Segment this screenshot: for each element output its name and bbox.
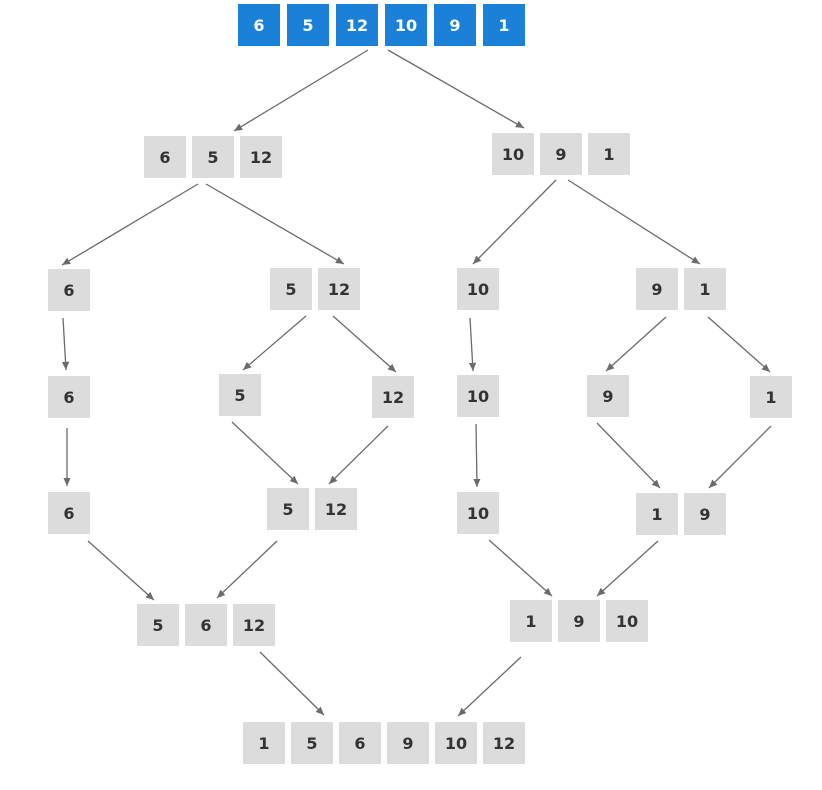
array-cell: 12	[240, 136, 282, 178]
array-cell: 1	[243, 722, 285, 764]
array-cell: 12	[336, 4, 378, 46]
array-cell: 1	[483, 4, 525, 46]
array-cell: 10	[457, 375, 499, 417]
array-cell: 1	[750, 376, 792, 418]
arrow	[472, 179, 557, 265]
arrow	[233, 49, 369, 132]
arrow	[87, 540, 155, 601]
array-cell: 12	[315, 488, 357, 530]
array-cell: 6	[185, 604, 227, 646]
arrow	[242, 315, 307, 371]
arrow	[205, 183, 345, 265]
array-cell: 10	[457, 492, 499, 534]
array-cell: 5	[267, 488, 309, 530]
array-cell: 9	[636, 268, 678, 310]
array-cell: 5	[287, 4, 329, 46]
arrow	[332, 315, 397, 373]
array-cell: 9	[434, 4, 476, 46]
array-cell: 6	[238, 4, 280, 46]
arrow	[328, 425, 389, 485]
array-cell: 10	[385, 4, 427, 46]
arrow	[488, 539, 553, 597]
array-cell: 12	[233, 604, 275, 646]
array-cell: 9	[684, 493, 726, 535]
arrow	[216, 540, 278, 599]
array-cell: 6	[48, 376, 90, 418]
array-cell: 12	[483, 722, 525, 764]
array-cell: 9	[540, 133, 582, 175]
arrow	[231, 421, 299, 485]
arrow	[61, 317, 70, 371]
array-cell: 12	[318, 268, 360, 310]
arrow	[605, 316, 667, 372]
array-cell: 10	[457, 268, 499, 310]
array-cell: 1	[636, 493, 678, 535]
array-cell: 9	[387, 722, 429, 764]
array-cell: 5	[219, 374, 261, 416]
arrow	[567, 179, 701, 265]
arrow	[259, 651, 325, 716]
array-cell: 9	[558, 600, 600, 642]
array-cell: 5	[137, 604, 179, 646]
arrow	[596, 422, 661, 489]
array-cell: 6	[339, 722, 381, 764]
array-cell: 6	[144, 136, 186, 178]
arrow	[457, 656, 522, 717]
array-cell: 1	[684, 268, 726, 310]
array-cell: 6	[48, 492, 90, 534]
arrow	[61, 183, 199, 266]
array-cell: 1	[510, 600, 552, 642]
arrow	[473, 423, 481, 488]
array-cell: 10	[606, 600, 648, 642]
array-cell: 1	[588, 133, 630, 175]
arrow	[596, 540, 659, 597]
array-cell: 5	[270, 268, 312, 310]
arrow	[387, 49, 525, 129]
arrow	[468, 317, 477, 372]
array-cell: 6	[48, 269, 90, 311]
arrow	[708, 425, 772, 489]
array-cell: 5	[192, 136, 234, 178]
array-cell: 5	[291, 722, 333, 764]
array-cell: 9	[587, 375, 629, 417]
array-cell: 10	[435, 722, 477, 764]
array-cell: 10	[492, 133, 534, 175]
array-cell: 12	[372, 376, 414, 418]
arrow	[707, 316, 771, 373]
